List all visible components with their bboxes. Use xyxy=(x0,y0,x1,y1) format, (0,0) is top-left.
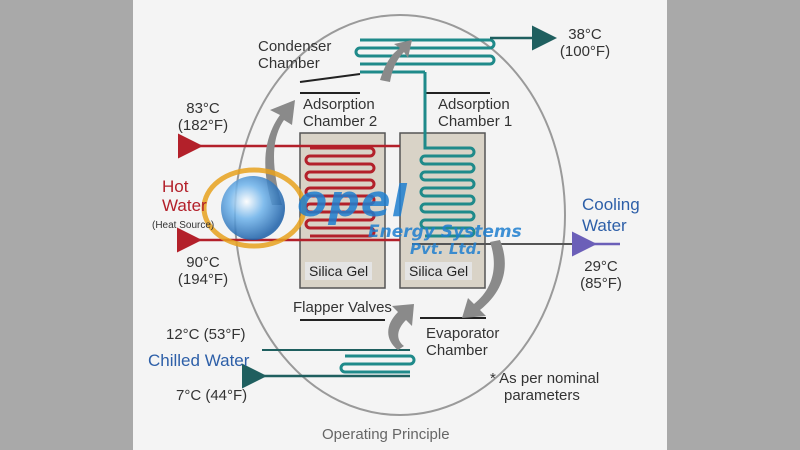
hot-in-temp: 90°C (194°F) xyxy=(177,254,229,288)
chilled-water-label: Chilled Water xyxy=(148,351,250,370)
evaporator-chamber-label: Evaporator Chamber xyxy=(426,325,500,359)
logo-line2: Pvt. Ltd. xyxy=(410,240,483,258)
condenser-chamber-label: Condenser Chamber xyxy=(258,38,332,72)
condenser-plate xyxy=(299,73,361,83)
flapper-valves-label: Flapper Valves xyxy=(293,299,392,316)
chilled-out-temp: 7°C (44°F) xyxy=(176,387,248,404)
hot-water-label: Hot Water xyxy=(162,177,207,215)
cooling-in-temp: 29°C (85°F) xyxy=(580,258,622,292)
logo-name: opel xyxy=(297,176,408,227)
evaporator-coil xyxy=(339,354,416,374)
heat-source-label: (Heat Source) xyxy=(152,220,215,231)
condenser-coil xyxy=(354,38,496,66)
adsorption-chamber-1-label: Adsorption Chamber 1 xyxy=(438,96,513,130)
caption: Operating Principle xyxy=(322,426,450,443)
vapor-flow-arrows xyxy=(265,40,505,350)
cooling-water-label: Cooling Water xyxy=(582,195,640,235)
nominal-note: * As per nominal parameters xyxy=(490,370,600,404)
cooling-coil xyxy=(360,70,476,238)
chilled-in-temp: 12°C (53°F) xyxy=(166,326,246,343)
condenser-out-temp: 38°C (100°F) xyxy=(559,26,611,60)
logo-line1: Energy Systems xyxy=(368,222,522,242)
hot-coil xyxy=(304,146,376,238)
silica-gel-left-label: Silica Gel xyxy=(305,262,373,280)
logo-globe-icon xyxy=(201,167,307,249)
hot-out-temp: 83°C (182°F) xyxy=(177,100,229,134)
adsorption-chamber-2-label: Adsorption Chamber 2 xyxy=(303,96,378,130)
silica-gel-right-label: Silica Gel xyxy=(405,262,473,280)
